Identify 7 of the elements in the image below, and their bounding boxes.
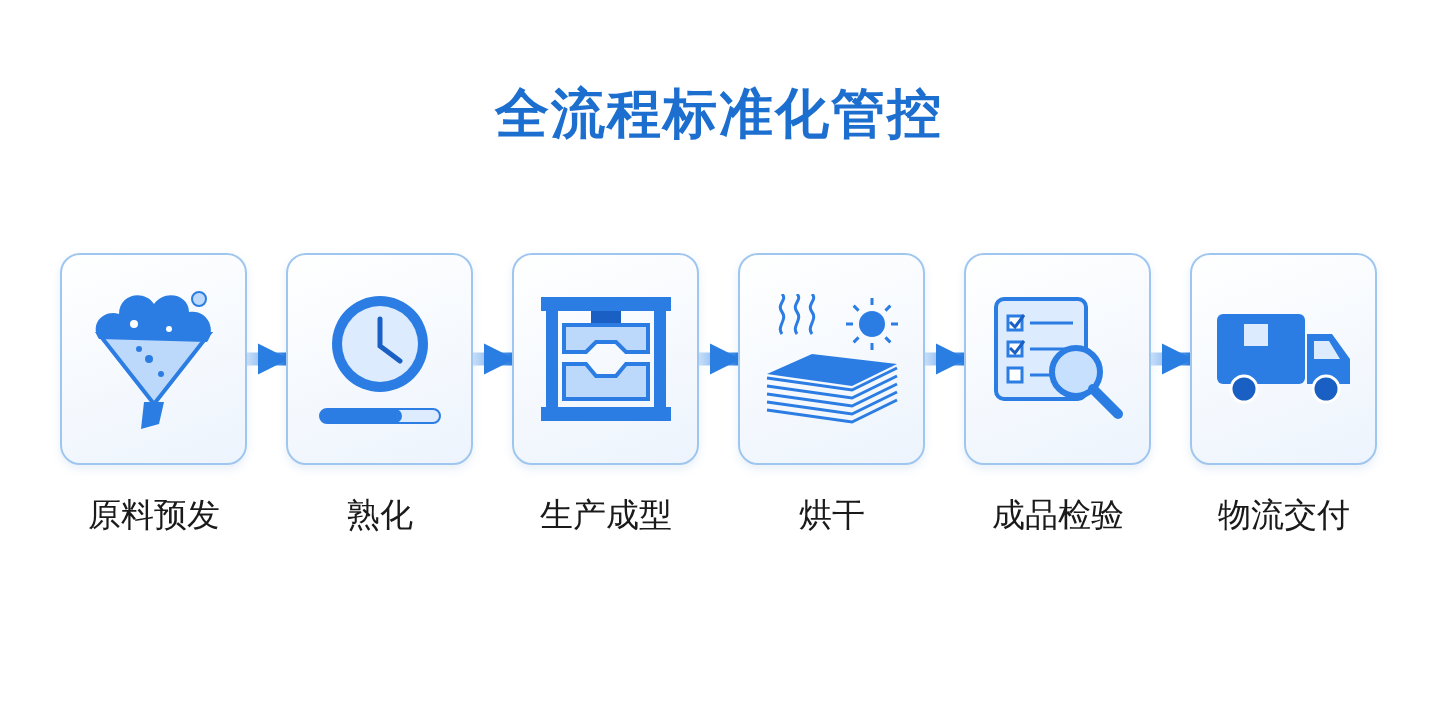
step-label: 原料预发 — [87, 495, 220, 535]
step-label: 成品检验 — [991, 495, 1124, 535]
step-label: 烘干 — [798, 495, 865, 535]
step-label: 物流交付 — [1217, 495, 1350, 535]
title: 全流程标准化管控 — [495, 82, 943, 147]
step-label: 熟化 — [346, 495, 413, 535]
step-label: 生产成型 — [539, 495, 672, 535]
